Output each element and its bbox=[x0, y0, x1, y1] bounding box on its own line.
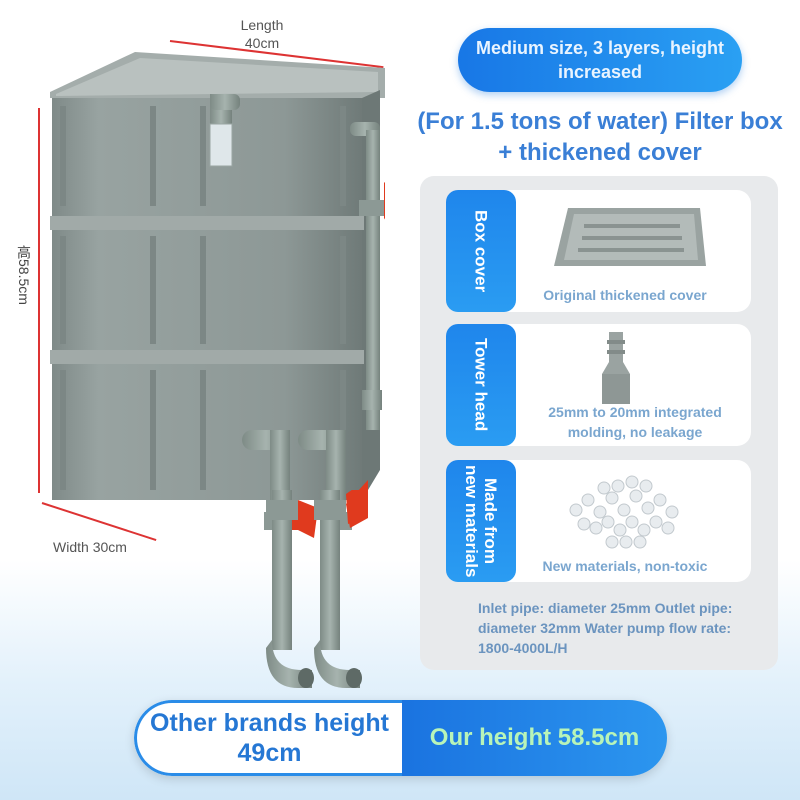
headline: (For 1.5 tons of water) Filter box + thi… bbox=[417, 108, 783, 166]
our-height: Our height 58.5cm bbox=[402, 700, 667, 776]
other-brands-height: Other brands height 49cm bbox=[134, 700, 402, 776]
feature-caption-tower-head: 25mm to 20mm integrated molding, no leak… bbox=[548, 404, 722, 440]
width-label: Width 30cm bbox=[53, 539, 127, 555]
pipe-specs: Inlet pipe: diameter 25mm Outlet pipe: d… bbox=[478, 600, 733, 656]
feature-tag-new-materials: Made from new materials bbox=[446, 460, 516, 582]
height-label: 高58.5cm bbox=[16, 245, 32, 305]
size-pill: Medium size, 3 layers, height increased bbox=[458, 28, 742, 92]
tower-head-fitting-icon bbox=[602, 332, 630, 404]
feature-tag-tower-head: Tower head bbox=[446, 324, 516, 446]
height-arrow bbox=[38, 108, 40, 493]
feature-tag-box-cover: Box cover bbox=[446, 190, 516, 312]
outlet-pipes-image bbox=[266, 490, 366, 688]
box-cover-icon bbox=[554, 208, 706, 266]
height-comparison-bar: Other brands height 49cm Our height 58.5… bbox=[134, 700, 667, 776]
plastic-pellets-icon bbox=[569, 475, 679, 549]
feature-caption-new-materials: New materials, non-toxic bbox=[542, 558, 708, 574]
length-label: Length 40cm bbox=[240, 17, 284, 51]
filter-box-product-image bbox=[50, 52, 385, 530]
feature-caption-box-cover: Original thickened cover bbox=[543, 287, 707, 303]
